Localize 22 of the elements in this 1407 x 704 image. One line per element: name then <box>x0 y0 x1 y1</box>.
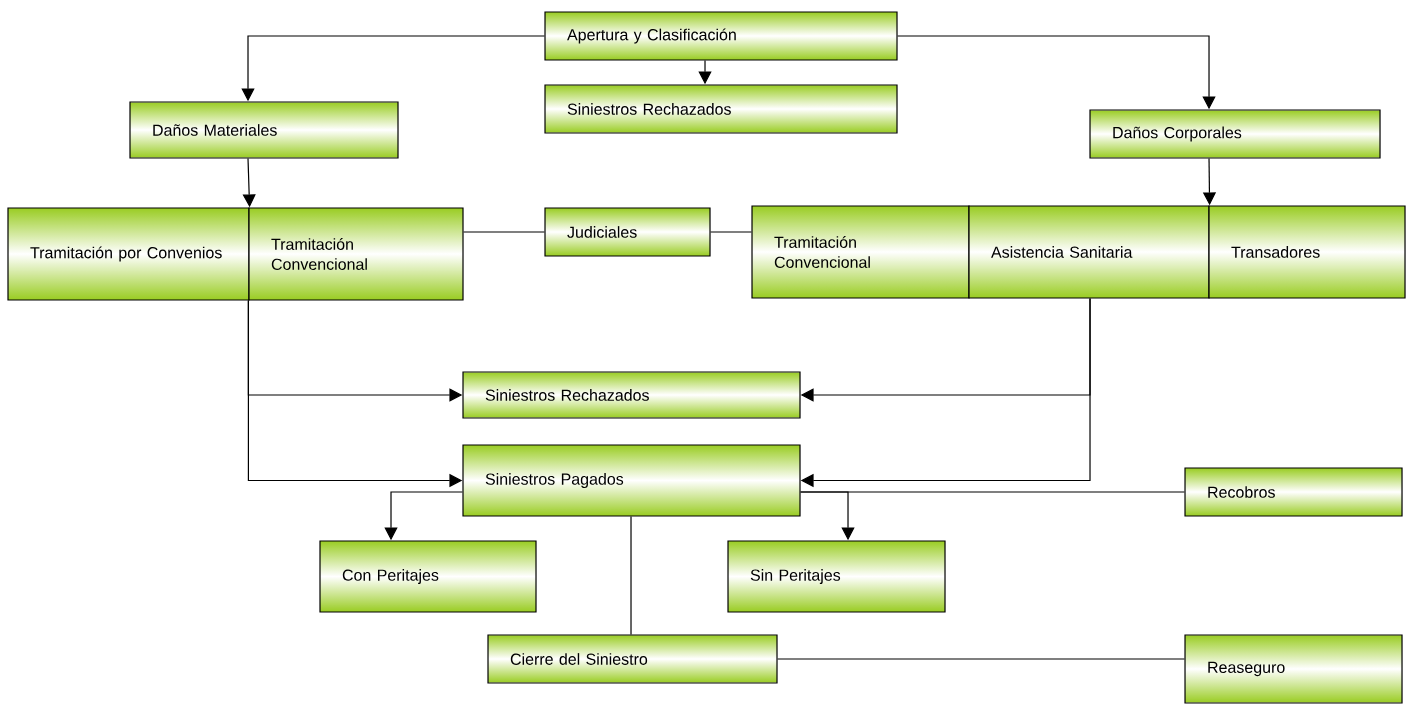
process-box: Sin Peritajes <box>727 540 946 613</box>
process-box: Tramitación Convencional <box>751 205 970 299</box>
process-box: Siniestros Rechazados <box>544 84 898 134</box>
process-box: Reaseguro <box>1184 634 1403 704</box>
connector-line <box>777 658 1185 660</box>
process-box: Con Peritajes <box>319 540 537 613</box>
process-box: Tramitación por Convenios <box>7 207 250 301</box>
process-box: Asistencia Sanitaria <box>968 205 1210 299</box>
connector-line <box>630 516 632 635</box>
process-box: Cierre del Siniestro <box>487 634 778 684</box>
process-box: Transadores <box>1208 205 1406 299</box>
process-box: Siniestros Pagados <box>462 444 801 517</box>
process-box: Apertura y Clasificación <box>544 11 898 61</box>
process-box: Recobros <box>1184 467 1403 517</box>
connector-line <box>800 491 1185 493</box>
process-box: Tramitación Convencional <box>248 207 464 301</box>
process-box: Daños Materiales <box>129 101 399 159</box>
connector-line <box>710 231 752 233</box>
process-box: Daños Corporales <box>1089 109 1381 159</box>
connector-line <box>463 231 545 233</box>
process-box: Judiciales <box>544 207 711 257</box>
process-box: Siniestros Rechazados <box>462 371 801 419</box>
